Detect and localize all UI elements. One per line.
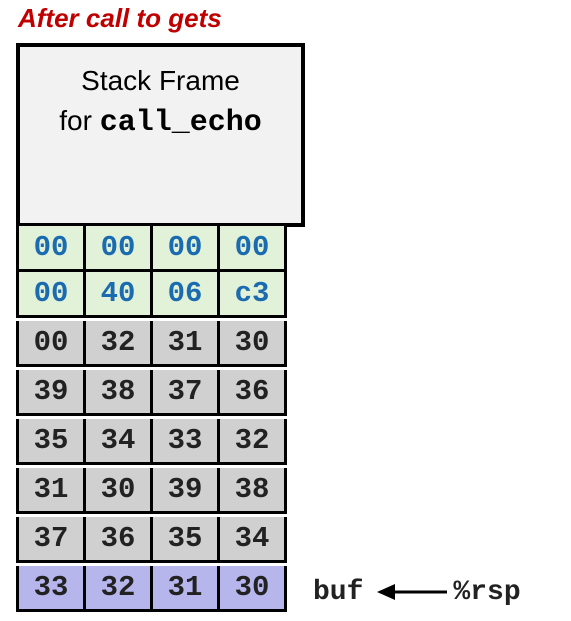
stack-byte-cell: 39	[16, 370, 86, 416]
left-arrow-icon	[377, 584, 448, 600]
stack-byte-cell: 38	[86, 370, 153, 416]
stack-byte-cell: 37	[153, 370, 220, 416]
stack-byte-cell: 00	[16, 223, 86, 272]
stack-frame-call-echo: Stack Frame for call_echo	[16, 43, 305, 227]
stack-byte-cell: 00	[86, 223, 153, 272]
stack-byte-cell: 33	[153, 419, 220, 465]
stack-byte-cell: 00	[153, 223, 220, 272]
stack-byte-cell: 30	[220, 321, 287, 367]
stack-byte-cell: 31	[153, 566, 220, 612]
function-name: call_echo	[99, 106, 262, 140]
stack-byte-cell: 34	[86, 419, 153, 465]
stack-frame-for: for	[59, 105, 100, 136]
buf-pointer-label: buf %rsp	[313, 572, 521, 612]
stack-byte-cell: 31	[153, 321, 220, 367]
stack-byte-cell: 30	[220, 566, 287, 612]
stack-byte-cell: 36	[220, 370, 287, 416]
stack-byte-cell: 32	[86, 321, 153, 367]
stack-frame-line2: for call_echo	[20, 101, 301, 143]
buf-label: buf	[313, 576, 364, 608]
stack-byte-cell: 00	[16, 272, 86, 318]
stack-byte-cell: 00	[16, 321, 86, 367]
stack-byte-cell: c3	[220, 272, 287, 318]
stack-byte-cell: 39	[153, 468, 220, 514]
stack-byte-cell: 31	[16, 468, 86, 514]
stack-frame-label: Stack Frame for call_echo	[20, 61, 301, 143]
stack-byte-cell: 33	[16, 566, 86, 612]
stack-frame-line1: Stack Frame	[81, 65, 240, 96]
stack-byte-cell: 06	[153, 272, 220, 318]
stack-byte-cell: 38	[220, 468, 287, 514]
diagram-title: After call to gets	[18, 3, 222, 33]
stack-byte-cell: 36	[86, 517, 153, 563]
rsp-register-label: %rsp	[453, 576, 521, 608]
stack-byte-cell: 32	[86, 566, 153, 612]
stack-byte-cell: 35	[16, 419, 86, 465]
stack-byte-cell: 32	[220, 419, 287, 465]
stack-byte-cell: 34	[220, 517, 287, 563]
stack-byte-cell: 35	[153, 517, 220, 563]
stack-byte-cell: 30	[86, 468, 153, 514]
stack-byte-cell: 00	[220, 223, 287, 272]
stack-byte-cell: 40	[86, 272, 153, 318]
stack-byte-cell: 37	[16, 517, 86, 563]
